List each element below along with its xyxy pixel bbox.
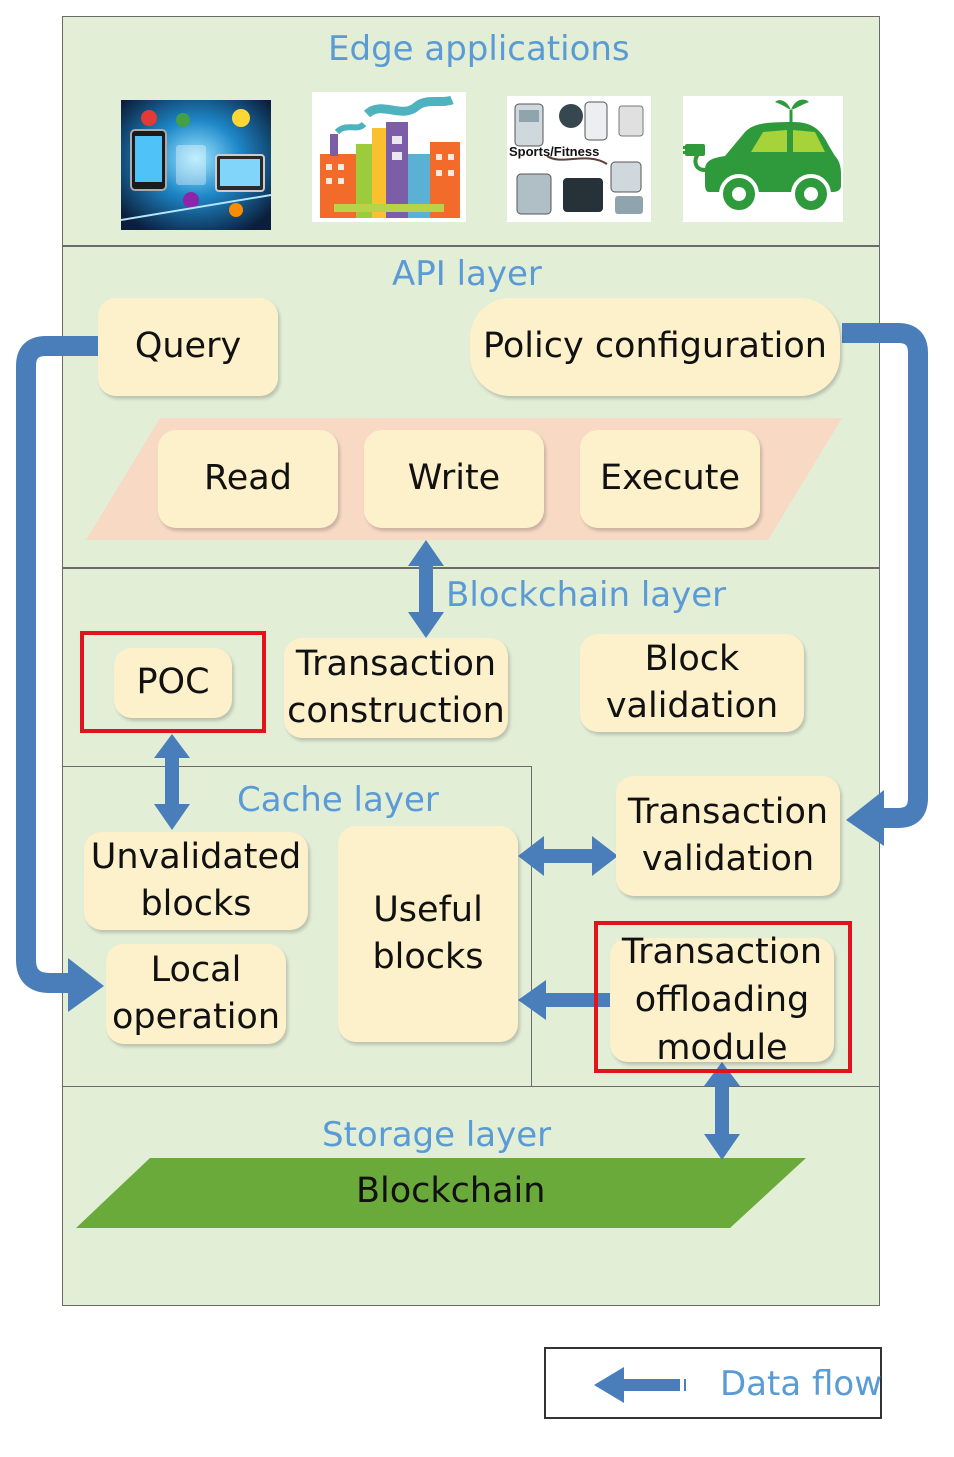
factory-image bbox=[312, 92, 466, 222]
unvalidated-blocks-line2: blocks bbox=[140, 884, 252, 924]
transaction-validation-line2: validation bbox=[641, 839, 815, 879]
transaction-construction-box: Transaction construction bbox=[284, 638, 508, 738]
cache-layer-title: Cache layer bbox=[237, 780, 439, 820]
offloading-highlight-frame bbox=[594, 921, 852, 1073]
offloading-line2: offloading bbox=[634, 979, 810, 1020]
block-validation-line1: Block bbox=[644, 638, 740, 679]
query-box: Query bbox=[98, 298, 278, 396]
storage-blockchain-shape bbox=[76, 1158, 806, 1228]
storage-layer-title: Storage layer bbox=[322, 1115, 552, 1155]
transaction-offloading-module-box: Transaction offloading module bbox=[610, 932, 834, 1068]
poc-cache-arrow-up bbox=[154, 734, 190, 758]
poc-box: POC bbox=[114, 648, 232, 718]
storage-blockchain-label: Blockchain bbox=[356, 1171, 546, 1211]
offloading-line1: Transaction bbox=[621, 931, 823, 972]
legend-arrow-icon bbox=[594, 1367, 686, 1403]
offload-storage-arrow-down bbox=[704, 1134, 740, 1160]
write-box: Write bbox=[364, 430, 544, 528]
local-operation-line2: operation bbox=[111, 997, 281, 1037]
useful-blocks-line2: blocks bbox=[372, 937, 484, 977]
write-tx-arrow-up bbox=[408, 540, 444, 566]
edge-applications-title: Edge applications bbox=[328, 29, 630, 69]
offload-to-useful-arrowhead bbox=[518, 980, 546, 1020]
useful-validation-arrow-left bbox=[518, 836, 544, 876]
transaction-validation-box: Transaction validation bbox=[616, 776, 840, 896]
legend-box: Data flow bbox=[544, 1347, 882, 1419]
policy-to-validation-arrowhead bbox=[846, 790, 884, 846]
offload-storage-arrow-up bbox=[704, 1062, 740, 1086]
execute-box: Execute bbox=[580, 430, 760, 528]
electric-car-icon bbox=[683, 96, 843, 222]
transaction-construction-line2: construction bbox=[287, 691, 505, 731]
offloading-line3: module bbox=[656, 1028, 788, 1069]
query-to-local-arrow bbox=[15, 336, 100, 993]
local-operation-line1: Local bbox=[150, 949, 242, 990]
policy-to-validation-arrow bbox=[842, 323, 928, 828]
blockchain-layer-title: Blockchain layer bbox=[446, 575, 727, 615]
write-tx-arrow-down bbox=[408, 612, 444, 638]
policy-configuration-box: Policy configuration bbox=[470, 298, 840, 396]
useful-blocks-box: Useful blocks bbox=[338, 826, 518, 1042]
poc-cache-arrow-down bbox=[154, 804, 190, 830]
sports-fitness-caption: Sports/Fitness bbox=[509, 144, 600, 159]
local-operation-box: Local operation bbox=[106, 944, 286, 1044]
unvalidated-blocks-line1: Unvalidated bbox=[90, 836, 302, 877]
transaction-construction-line1: Transaction bbox=[295, 643, 497, 684]
useful-blocks-line1: Useful bbox=[373, 889, 483, 930]
query-to-local-arrowhead bbox=[68, 958, 104, 1012]
block-validation-line2: validation bbox=[605, 686, 779, 726]
transaction-validation-line1: Transaction bbox=[627, 791, 829, 832]
legend-label: Data flow bbox=[720, 1364, 883, 1404]
api-layer-title: API layer bbox=[392, 254, 542, 294]
block-validation-box: Block validation bbox=[580, 634, 804, 732]
useful-validation-arrow-right bbox=[592, 836, 618, 876]
read-box: Read bbox=[158, 430, 338, 528]
unvalidated-blocks-box: Unvalidated blocks bbox=[84, 832, 308, 930]
medical-devices-image: Sports/Fitness bbox=[507, 96, 651, 222]
poc-highlight-frame bbox=[80, 631, 266, 733]
smart-devices-image bbox=[121, 100, 271, 230]
